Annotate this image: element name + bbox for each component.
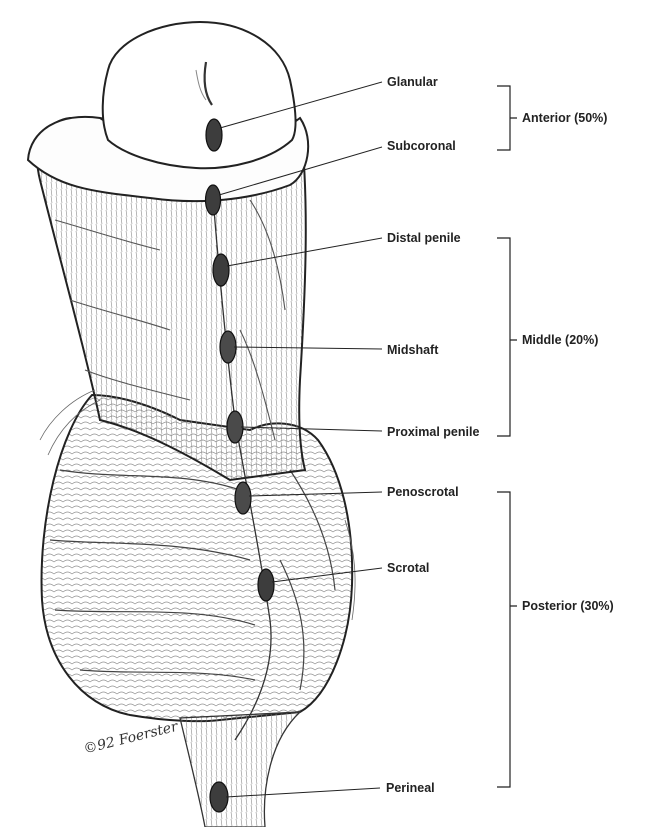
glans-outline — [103, 22, 296, 168]
anterior-bracket — [497, 86, 517, 150]
glanular-meatus — [206, 119, 222, 151]
label-proximal-penile: Proximal penile — [387, 425, 479, 439]
label-scrotal: Scrotal — [387, 561, 429, 575]
label-subcoronal: Subcoronal — [387, 139, 456, 153]
group-posterior: Posterior (30%) — [522, 599, 614, 613]
perineum-outline — [180, 712, 300, 827]
subcoronal-meatus — [206, 185, 221, 215]
label-distal-penile: Distal penile — [387, 231, 461, 245]
posterior-bracket — [497, 492, 517, 787]
group-middle: Middle (20%) — [522, 333, 598, 347]
penoscrotal-meatus — [235, 482, 251, 514]
proximal-penile-meatus — [227, 411, 243, 443]
distal-penile-meatus — [213, 254, 229, 286]
label-penoscrotal: Penoscrotal — [387, 485, 459, 499]
midshaft-meatus — [220, 331, 236, 363]
scrotal-meatus — [258, 569, 274, 601]
perineal-meatus — [210, 782, 228, 812]
label-perineal: Perineal — [386, 781, 435, 795]
label-glanular: Glanular — [387, 75, 438, 89]
middle-bracket — [497, 238, 517, 436]
group-anterior: Anterior (50%) — [522, 111, 607, 125]
label-midshaft: Midshaft — [387, 343, 438, 357]
